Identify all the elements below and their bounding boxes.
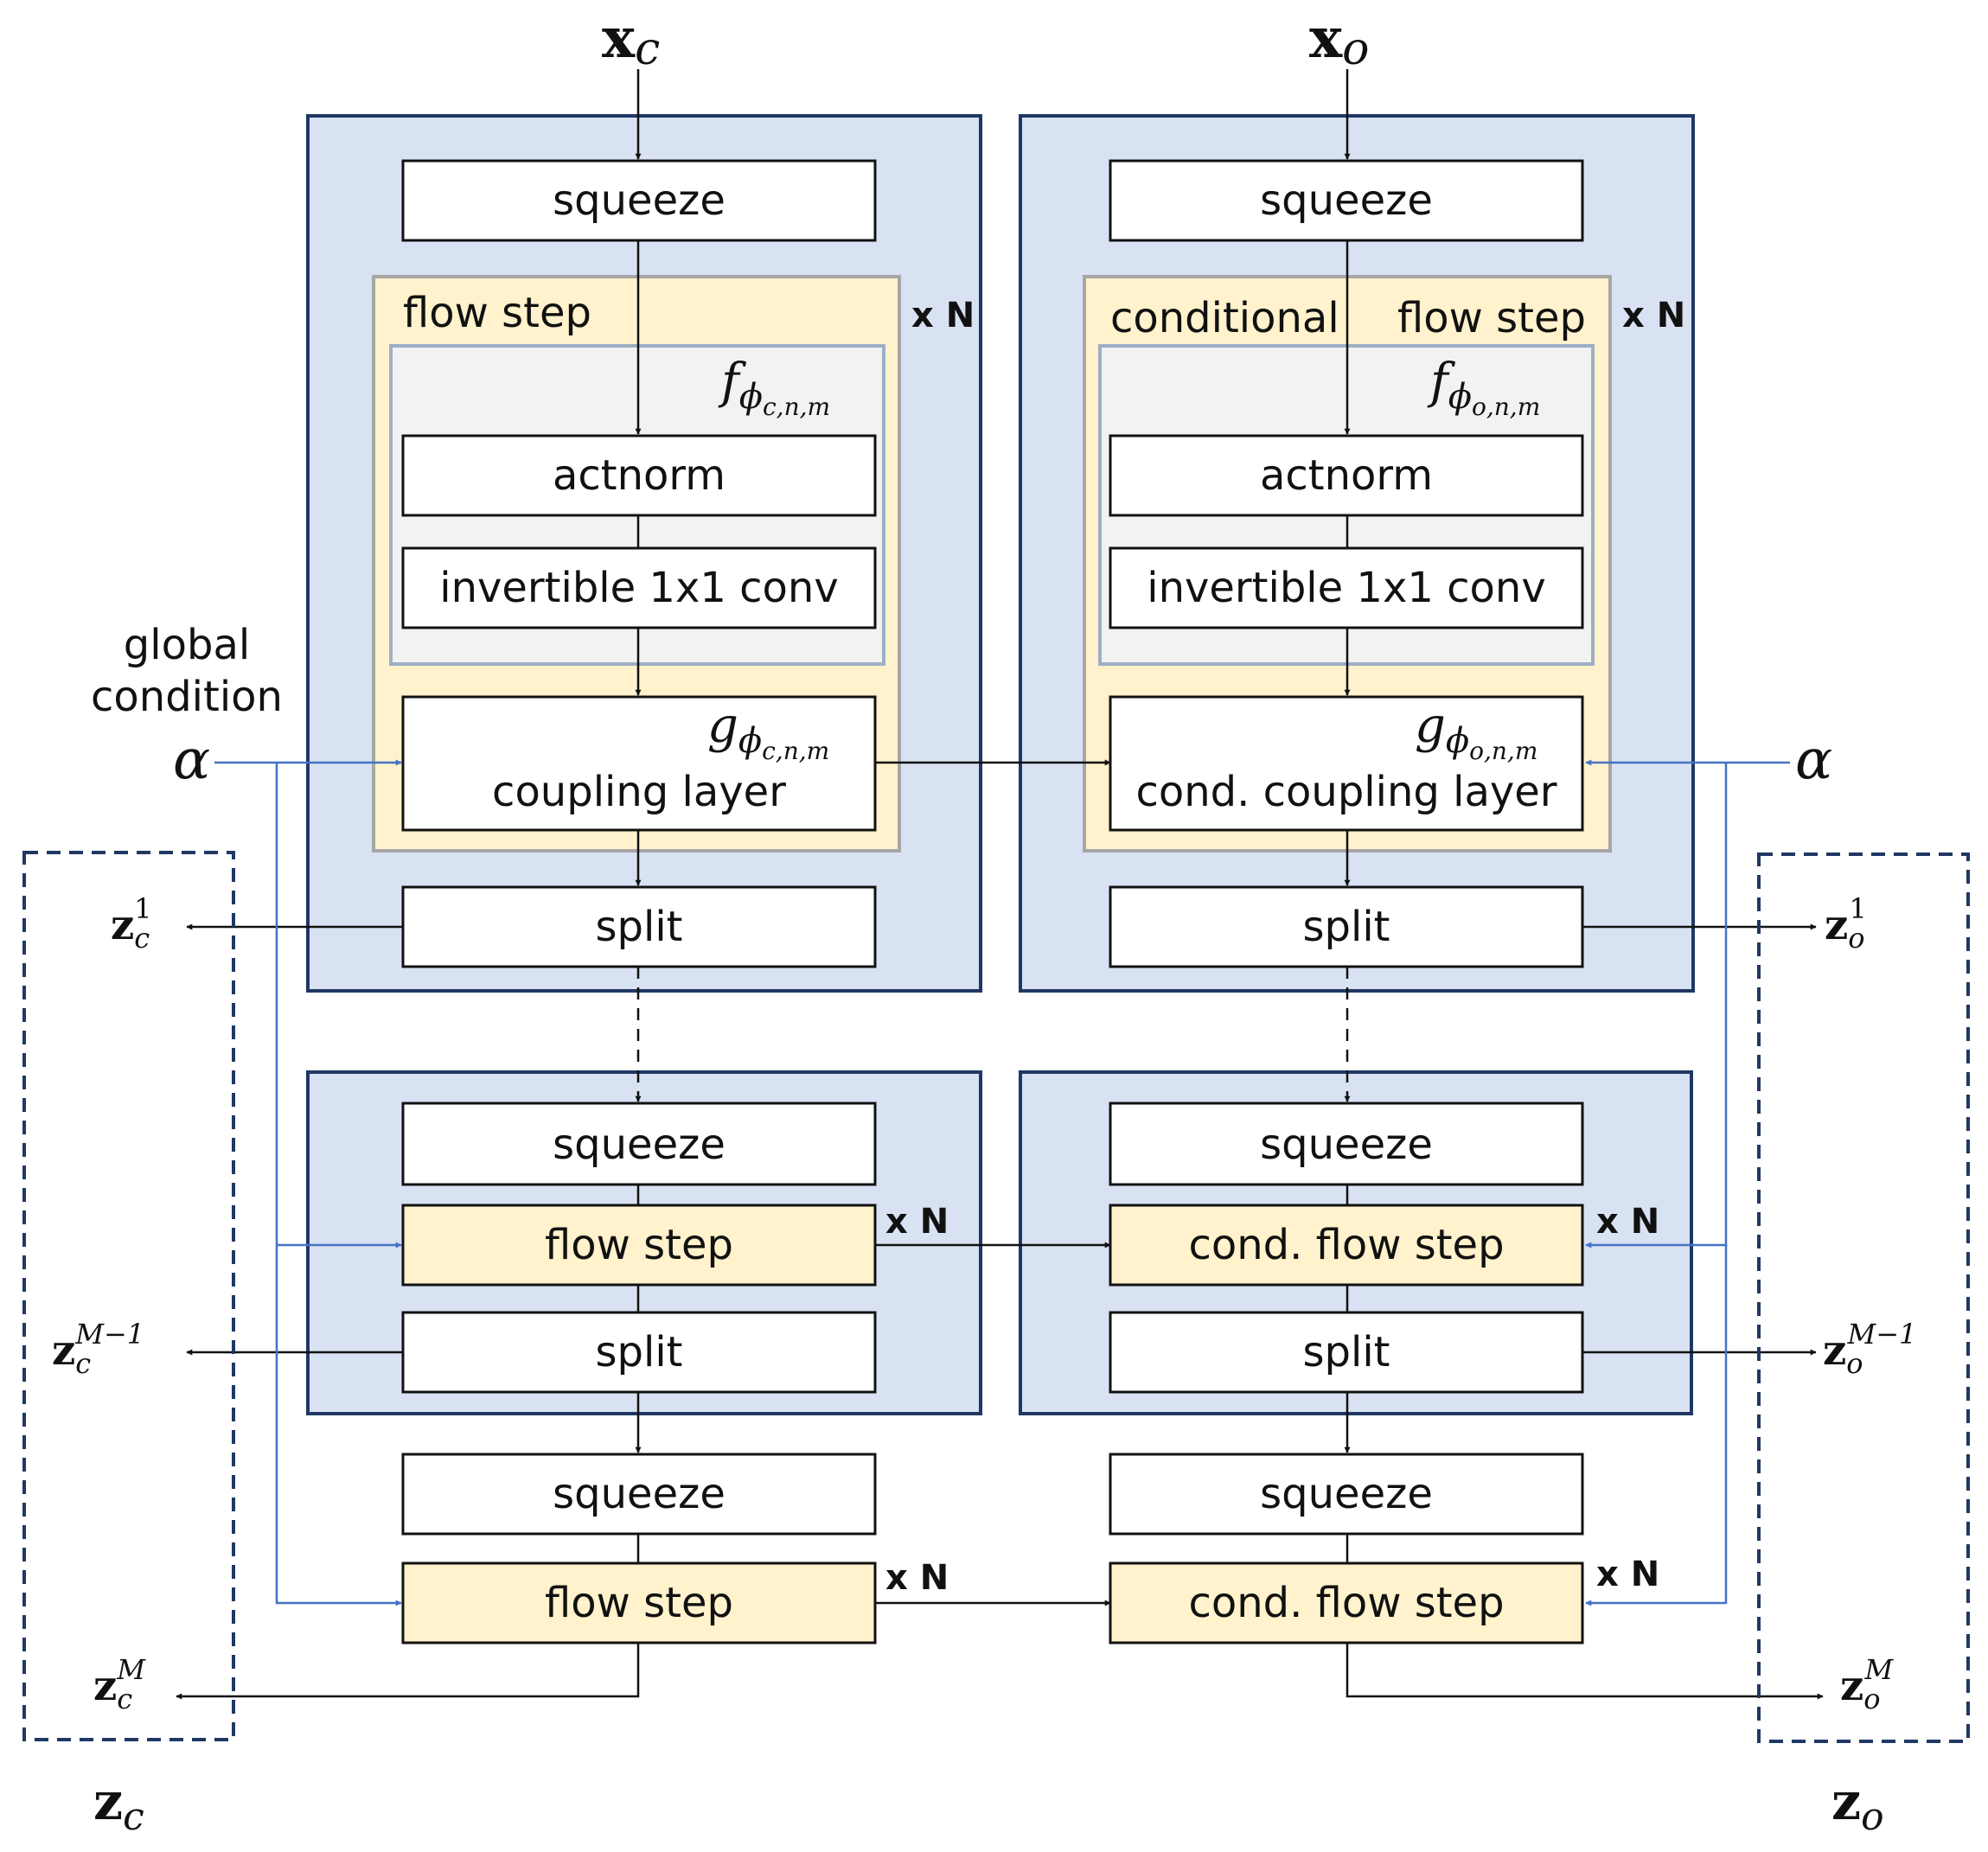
left-flow-step-3: [401, 1561, 877, 1644]
zc-m: zcM: [93, 1653, 146, 1715]
input-xc: xc: [602, 6, 660, 75]
right-cond-flow-step-3: [1109, 1561, 1584, 1644]
zo-group-label: zo: [1831, 1772, 1884, 1839]
left-inv-conv: [401, 546, 877, 629]
zc-m1: zcM−1: [52, 1318, 144, 1380]
alpha-right: α: [1795, 728, 1832, 792]
right-squeeze-3-label: squeeze: [1260, 1470, 1433, 1518]
left-bot-repeat: x N: [885, 1558, 949, 1598]
right-conditional-title: conditional: [1110, 294, 1339, 342]
left-coupling-label: coupling layer: [492, 768, 786, 816]
right-cond-flow-step-2-label: cond. flow step: [1188, 1221, 1504, 1269]
right-inv-conv-label: invertible 1x1 conv: [1147, 564, 1546, 612]
right-split-1-label: split: [1303, 903, 1390, 951]
right-squeeze-3: [1109, 1453, 1584, 1536]
zo-group: [1757, 853, 1970, 1743]
left-flow-step-title: flow step: [403, 289, 591, 337]
right-mid-repeat: x N: [1596, 1202, 1659, 1242]
zc-group: [22, 851, 235, 1741]
left-squeeze-3: [401, 1453, 877, 1536]
left-top-repeat: x N: [911, 296, 975, 335]
zo-m: zoM: [1840, 1653, 1895, 1715]
global-condition-line2: condition: [91, 673, 283, 721]
zo-1: zo1: [1825, 892, 1867, 955]
left-flow-step-2: [401, 1204, 877, 1287]
alpha-left: α: [173, 728, 210, 792]
right-squeeze-2-label: squeeze: [1260, 1121, 1433, 1169]
left-split-1: [401, 885, 877, 968]
left-squeeze-1-label: squeeze: [553, 176, 726, 225]
right-split-1: [1109, 885, 1584, 968]
global-condition-line1: global: [124, 621, 250, 669]
zo-m1: zoM−1: [1823, 1318, 1916, 1380]
right-cond-coupling-layer: [1109, 695, 1584, 832]
right-g-label: gϕo,n,m: [1415, 698, 1537, 765]
right-actnorm-label: actnorm: [1260, 451, 1433, 500]
left-actnorm-label: actnorm: [553, 451, 726, 500]
left-squeeze-3-label: squeeze: [553, 1470, 726, 1518]
zc-group-label: zc: [93, 1772, 144, 1839]
left-mid-repeat: x N: [885, 1202, 949, 1242]
right-squeeze-1-label: squeeze: [1260, 176, 1433, 225]
right-top-repeat: x N: [1622, 296, 1685, 335]
left-squeeze-2-label: squeeze: [553, 1121, 726, 1169]
right-cond-coupling-label: cond. coupling layer: [1135, 768, 1557, 816]
right-flow-step-title: flow step: [1397, 294, 1586, 342]
right-squeeze-1: [1109, 159, 1584, 242]
left-flow-step-3-label: flow step: [545, 1579, 733, 1627]
left-split-1-label: split: [596, 903, 683, 951]
left-split-2: [401, 1311, 877, 1394]
right-bot-repeat: x N: [1596, 1555, 1659, 1594]
left-squeeze-2: [401, 1102, 877, 1186]
right-split-2: [1109, 1311, 1584, 1394]
right-squeeze-2: [1109, 1102, 1584, 1186]
right-split-2-label: split: [1303, 1328, 1390, 1376]
left-coupling-layer: [401, 695, 877, 832]
left-flow-step-2-label: flow step: [545, 1221, 733, 1269]
right-actnorm: [1109, 434, 1584, 517]
zc-1: zc1: [111, 892, 152, 955]
left-split-2-label: split: [596, 1328, 683, 1376]
right-cond-flow-step-2: [1109, 1204, 1584, 1287]
input-xo: xo: [1309, 6, 1369, 75]
left-actnorm: [401, 434, 877, 517]
right-cond-flow-step-3-label: cond. flow step: [1188, 1579, 1504, 1627]
left-g-label: gϕc,n,m: [707, 698, 829, 765]
left-inv-conv-label: invertible 1x1 conv: [439, 564, 839, 612]
right-inv-conv: [1109, 546, 1584, 629]
left-squeeze-1: [401, 159, 877, 242]
